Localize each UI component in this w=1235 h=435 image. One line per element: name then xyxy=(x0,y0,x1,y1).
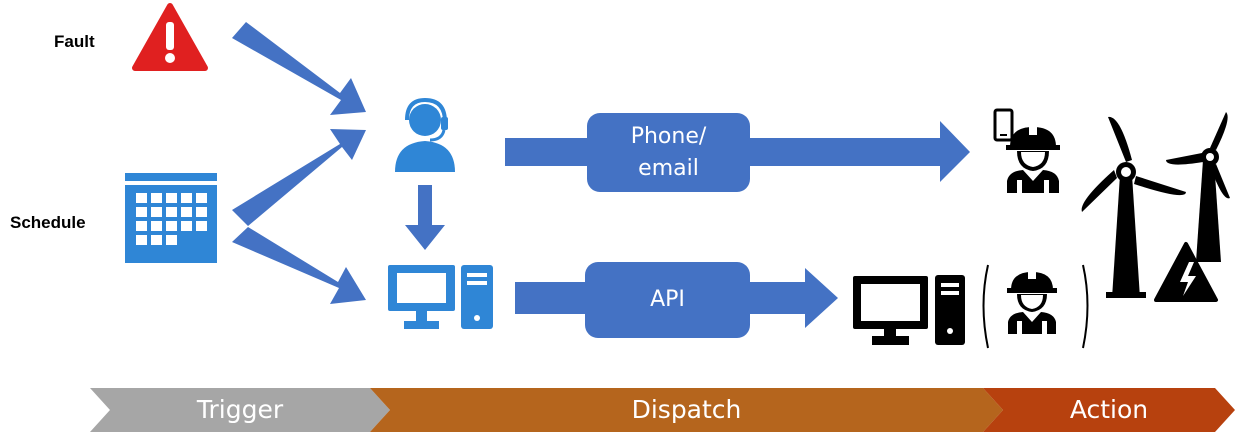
optional-technician-group xyxy=(982,264,1089,349)
phone-email-line1: Phone/ xyxy=(630,124,707,149)
technician-hardhat-icon xyxy=(1006,125,1060,193)
schedule-label: Schedule xyxy=(10,213,86,232)
schedule-to-computer-arrow xyxy=(232,227,366,304)
schedule-to-operator-arrow xyxy=(232,129,366,226)
phase-action-label: Action xyxy=(1069,395,1149,424)
warning-triangle-icon xyxy=(132,3,208,71)
fault-to-operator-arrow xyxy=(232,22,366,115)
phase-action-chevron xyxy=(983,388,1235,432)
operator-headset-icon xyxy=(395,97,455,172)
phase-trigger-chevron xyxy=(90,388,390,432)
technician-hardhat-icon-2 xyxy=(1007,270,1057,334)
api-box xyxy=(585,262,750,338)
phase-dispatch-label: Dispatch xyxy=(631,395,742,424)
phase-trigger-label: Trigger xyxy=(196,395,284,424)
api-label: API xyxy=(650,287,685,312)
electrical-hazard-icon xyxy=(1154,242,1218,302)
trigger-arrows xyxy=(232,22,366,304)
phase-bar xyxy=(90,388,1235,432)
field-computer-icon xyxy=(853,275,965,345)
phone-email-line2: email xyxy=(638,156,699,181)
api-channel xyxy=(515,262,838,338)
phone-email-box xyxy=(587,113,750,192)
wind-turbine-large-icon xyxy=(1081,116,1186,298)
phone-email-channel xyxy=(505,113,970,192)
wind-turbine-small-icon xyxy=(1166,112,1230,262)
fault-label: Fault xyxy=(54,32,95,51)
mobile-phone-icon xyxy=(993,108,1014,142)
calendar-icon xyxy=(125,173,217,263)
phase-dispatch-chevron xyxy=(370,388,1003,432)
computer-icon xyxy=(388,265,493,329)
operator-to-computer-arrow xyxy=(405,185,445,250)
